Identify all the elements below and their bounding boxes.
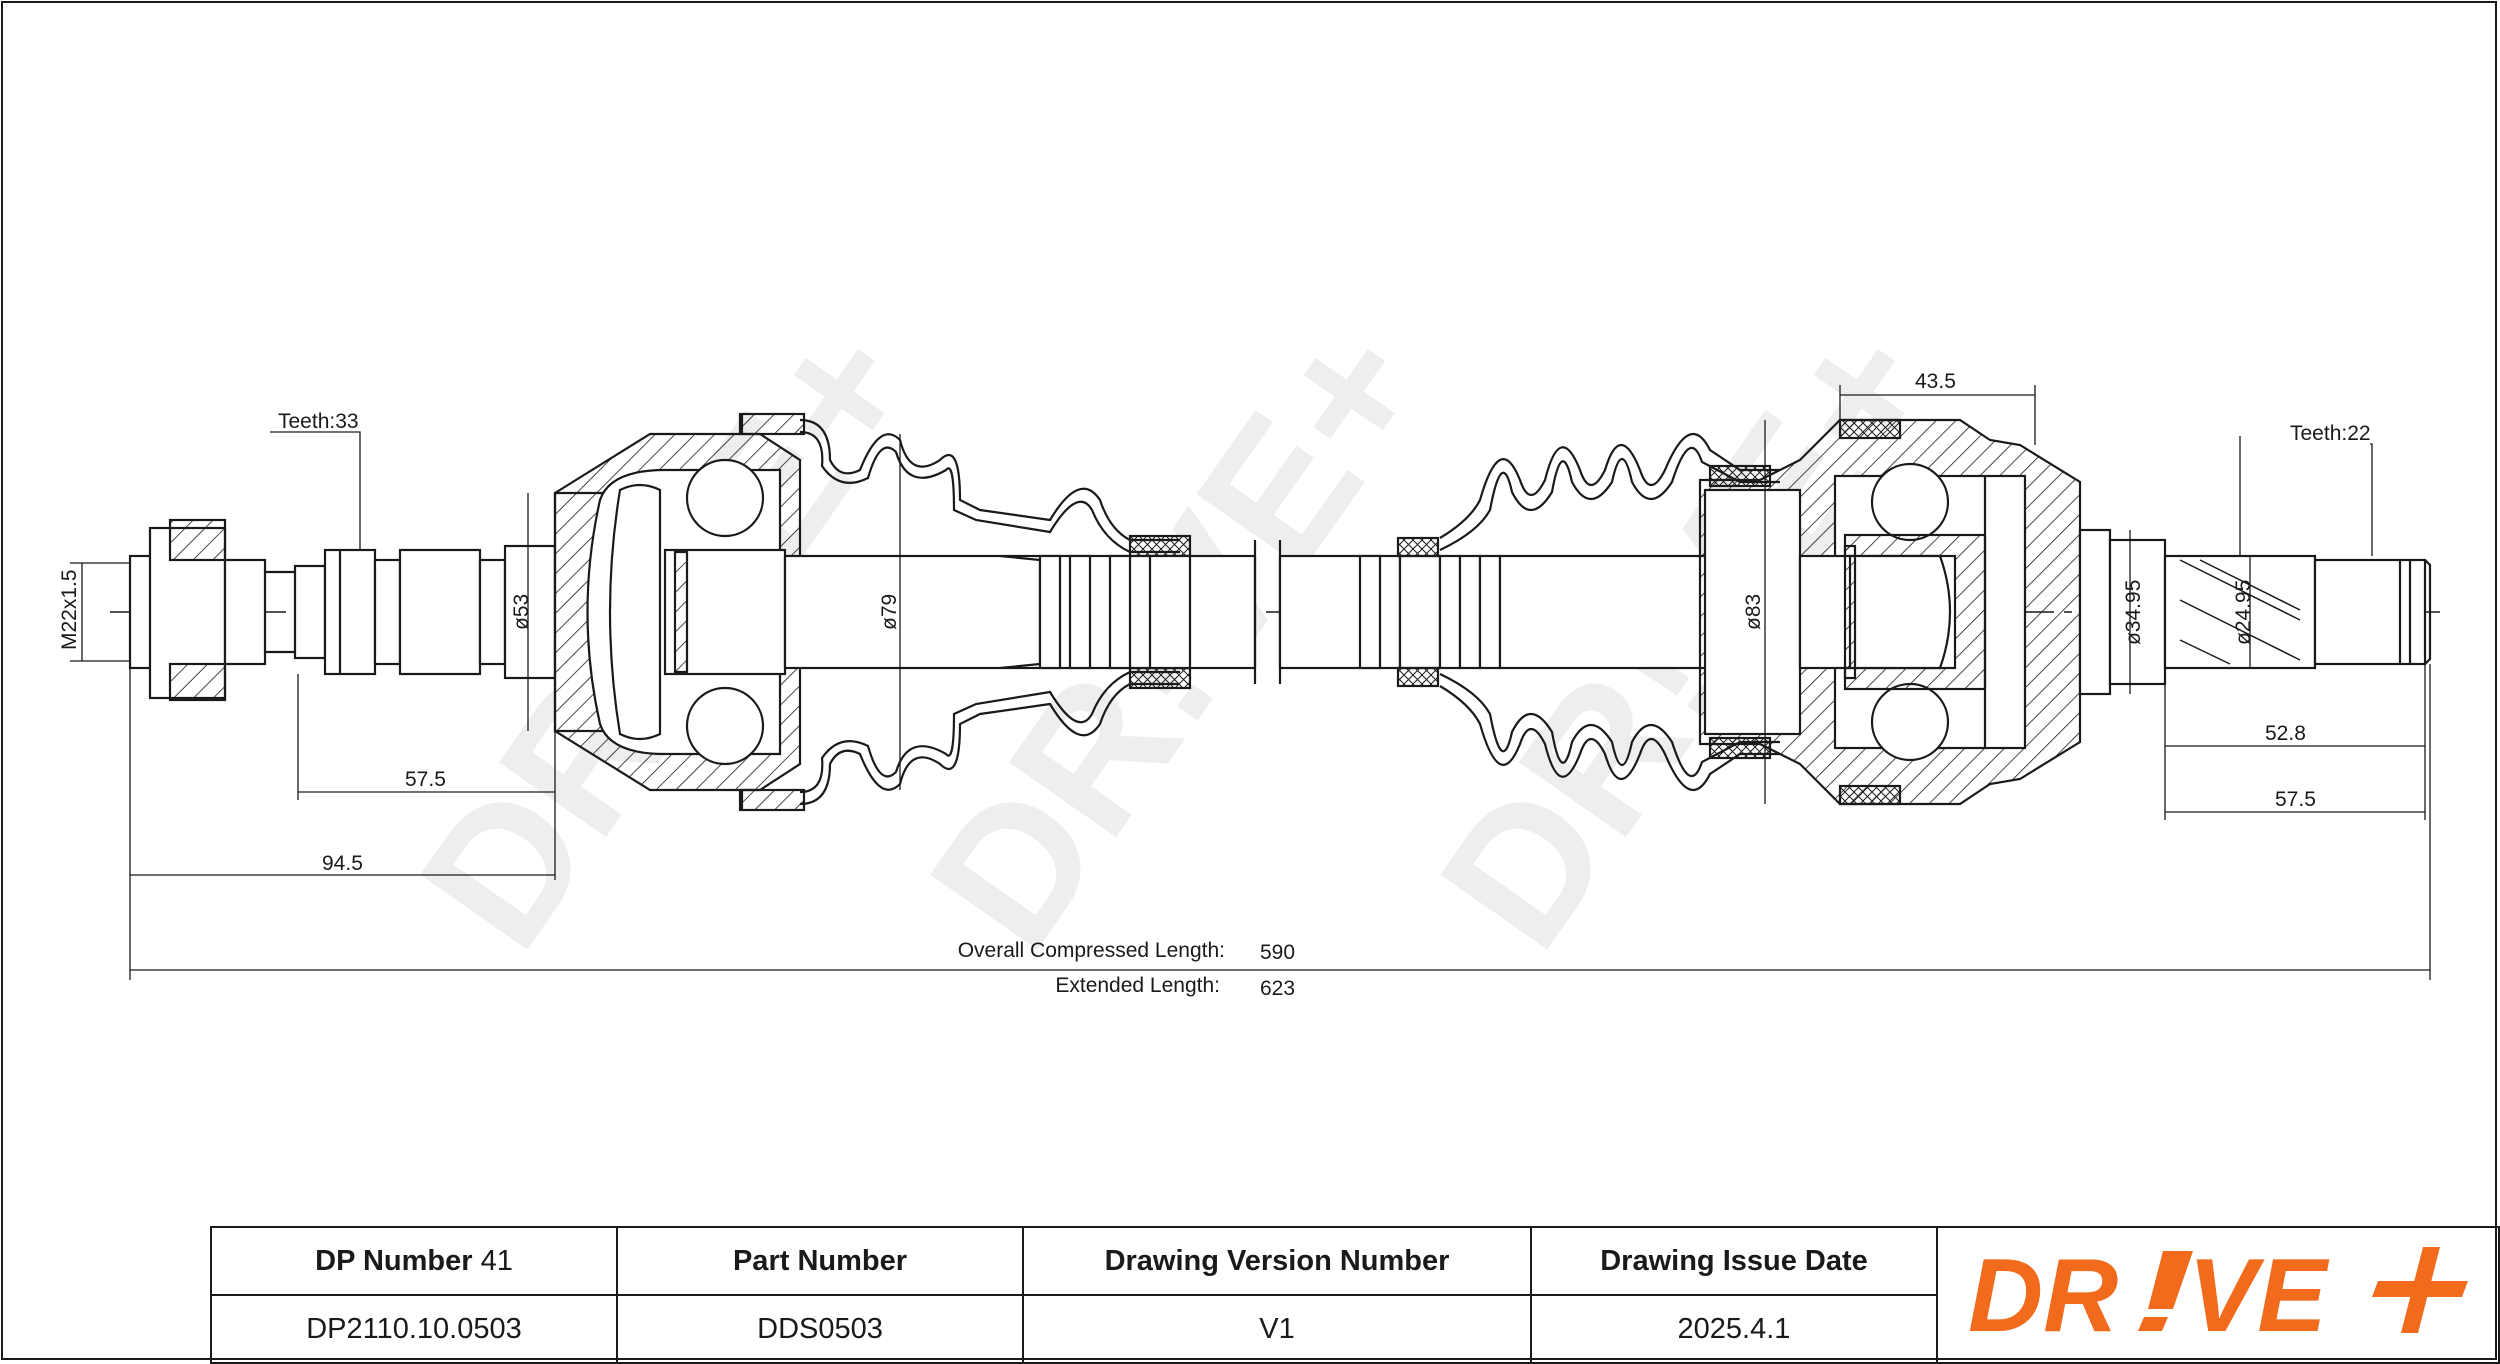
extended-length-label: Extended Length: [1055,974,1220,997]
extended-length-value: 623 [1260,977,1295,1000]
dimension-lines [70,385,2431,980]
dim-teeth-right: Teeth:22 [2290,422,2371,445]
left-boot [799,418,1192,806]
drawing-version-header: Drawing Version Number [1022,1226,1532,1296]
dim-d34-95: ø34.95 [2122,580,2145,645]
dim-52-8: 52.8 [2265,722,2306,745]
right-tripod-joint [1698,418,2082,806]
dp-number-label: DP Number [315,1244,473,1277]
left-stub-shaft [293,544,557,680]
dim-teeth-left: Teeth:33 [278,410,359,433]
right-stub-shaft [2078,528,2432,696]
dim-d24-95: ø24.95 [2232,580,2255,645]
overall-length-value: 590 [1260,941,1295,964]
logo-text-ve: VE [2188,1238,2329,1351]
dim-thread: M22x1.5 [58,569,81,650]
dp-number-suffix: 41 [480,1244,513,1277]
logo-cell: DR VE [1936,1226,2500,1364]
part-number-header: Part Number [616,1226,1024,1296]
drive-logo: DR VE [1968,1238,2468,1354]
dim-d79: ø79 [878,594,901,630]
center-shaft [783,536,1712,688]
left-cv-joint [553,412,806,812]
left-nut [128,518,295,702]
dim-57-5-left: 57.5 [405,768,446,791]
dim-57-5-right: 57.5 [2275,788,2316,811]
logo-exclamation-icon [2138,1251,2193,1331]
dim-d53: ø53 [510,594,533,630]
title-block: DP Number 41 Part Number Drawing Version… [210,1226,2500,1364]
dim-d83: ø83 [1742,594,1765,630]
dp-number-header: DP Number 41 [210,1226,618,1296]
drawing-issue-header: Drawing Issue Date [1530,1226,1938,1296]
part-number-value: DDS0503 [616,1294,1024,1364]
drawing-issue-value: 2025.4.1 [1530,1294,1938,1364]
logo-plus-icon [2372,1247,2468,1333]
drawing-version-value: V1 [1022,1294,1532,1364]
dim-94-5: 94.5 [322,852,363,875]
overall-length-label: Overall Compressed Length: [958,939,1225,962]
logo-text-dr: DR [1968,1238,2118,1351]
dim-43-5: 43.5 [1915,370,1956,393]
dp-number-value: DP2110.10.0503 [210,1294,618,1364]
